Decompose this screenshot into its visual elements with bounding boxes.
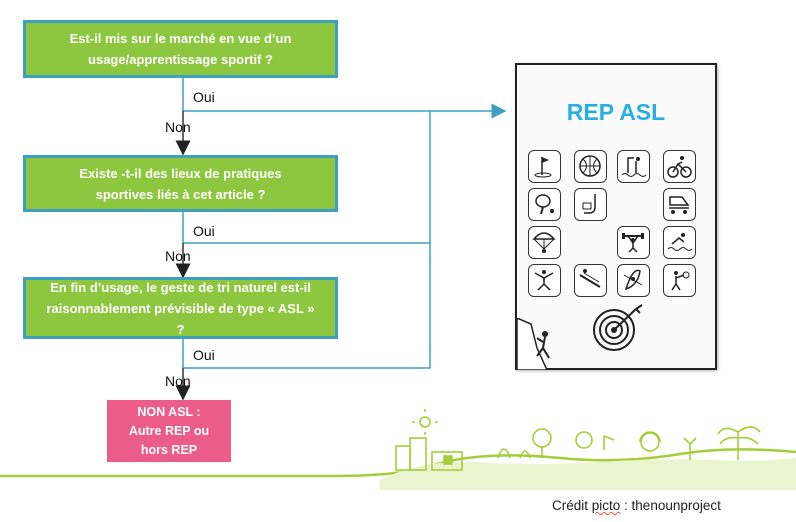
question-1-text: Est-il mis sur le marché en vue d’un usa…: [69, 31, 292, 67]
credit-prefix: Crédit: [552, 498, 592, 513]
yes-label-1: Oui: [193, 89, 215, 105]
no-label-2: Non: [165, 248, 191, 264]
climbing-icon: [517, 318, 550, 370]
skate-icon: [663, 188, 696, 221]
no-label-1: Non: [165, 119, 191, 135]
question-3-text: En fin d’usage, le geste de tri naturel …: [46, 279, 315, 337]
yes-connector-1: [182, 78, 507, 119]
result-line-3: hors REP: [140, 442, 198, 457]
fitness-icon: [663, 264, 696, 297]
diving-helmet-icon: [574, 188, 607, 221]
result-line-1: NON ASL :: [137, 404, 201, 419]
swimmer-icon: [663, 226, 696, 259]
golf-icon: [528, 150, 561, 183]
table-tennis-icon: [528, 188, 561, 221]
yes-connector-2: [182, 111, 431, 244]
yes-label-2: Oui: [193, 223, 215, 239]
yes-label-3: Oui: [193, 347, 215, 363]
target-icon: [593, 304, 643, 351]
swimming-icon: [617, 150, 650, 183]
cycling-icon: [663, 150, 696, 183]
no-label-3: Non: [165, 373, 191, 389]
weightlifting-icon: [617, 226, 650, 259]
parachute-icon: [528, 226, 561, 259]
credit-picto-word: picto: [591, 498, 621, 513]
question-2-box: Existe -t-il des lieux de pratiques spor…: [23, 155, 338, 212]
credit-suffix: : thenounproject: [620, 498, 721, 513]
basketball-icon: [574, 150, 607, 183]
question-3-box: En fin d’usage, le geste de tri naturel …: [23, 277, 338, 339]
credit-text: Crédit picto : thenounproject: [552, 498, 721, 513]
gymnastics-icon: [528, 264, 561, 297]
result-non-asl-box: NON ASL : Autre REP ou hors REP: [107, 400, 231, 462]
kayak-icon: [617, 264, 650, 297]
landscape-illustration: [0, 409, 796, 490]
question-2-text: Existe -t-il des lieux de pratiques spor…: [79, 165, 282, 202]
rep-asl-panel: REP ASL: [515, 63, 717, 370]
panel-title: REP ASL: [566, 99, 666, 125]
ski-icon: [574, 264, 607, 297]
result-line-2: Autre REP ou: [128, 423, 210, 438]
yes-connector-3: [182, 243, 431, 369]
question-1-box: Est-il mis sur le marché en vue d’un usa…: [23, 20, 338, 78]
